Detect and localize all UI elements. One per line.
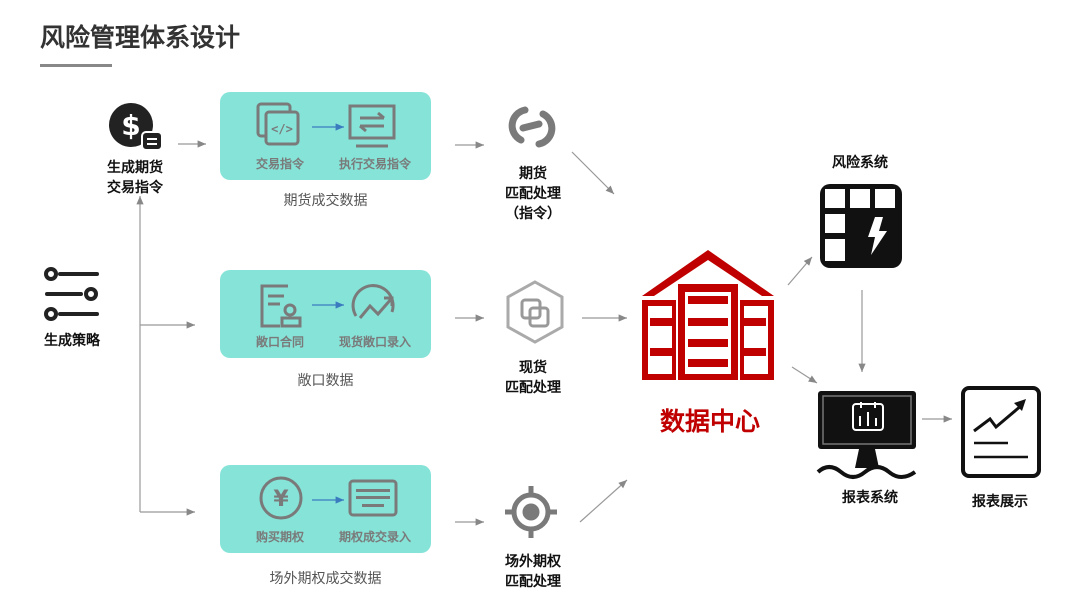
option-trade-entry-label: 期权成交录入 [338, 530, 411, 544]
exposure-group: 敞口合同 现货敞口录入 [220, 270, 431, 358]
spot-exposure-entry-label: 现货敞口录入 [338, 335, 411, 349]
inner-arrow [312, 123, 344, 131]
link-sync-icon [508, 106, 556, 148]
risk-grid-bolt-icon [820, 184, 902, 268]
futures-match-label: 期货 匹配处理 （指令） [505, 166, 561, 222]
yen-coin-icon: ¥ [259, 476, 303, 520]
exposure-caption: 敞口数据 [297, 373, 354, 389]
futures-trade-caption: 期货成交数据 [283, 193, 368, 209]
title-underline [40, 64, 112, 67]
svg-text:¥: ¥ [273, 487, 289, 512]
otc-option-group: ¥ 购买期权 期权成交录入 [220, 465, 431, 553]
inner-arrow [312, 301, 344, 309]
data-center-icon [642, 250, 774, 380]
monitor-report-icon [816, 391, 917, 479]
target-crosshair-icon [505, 486, 557, 538]
keyboard-icon [348, 479, 398, 517]
futures-order-label: 生成期货 交易指令 [107, 160, 163, 196]
buy-option-label: 购买期权 [255, 530, 304, 544]
risk-system-label: 风险系统 [832, 155, 888, 171]
svg-text:$: $ [121, 109, 140, 142]
filter-sliders-icon [44, 267, 99, 321]
report-display-label: 报表展示 [972, 494, 1028, 510]
report-system-label: 报表系统 [842, 490, 898, 506]
hexagon-overlap-icon [506, 280, 564, 344]
svg-text:</>: </> [271, 122, 293, 136]
inner-arrow [312, 496, 344, 504]
contract-stamp-icon [260, 284, 302, 328]
exposure-contract-label: 敞口合同 [255, 335, 304, 349]
chart-gauge-icon [351, 284, 395, 319]
dollar-chat-icon: $ [109, 103, 163, 151]
trend-report-icon [961, 386, 1041, 478]
trade-order-label: 交易指令 [255, 157, 304, 171]
data-center-label: 数据中心 [659, 407, 760, 436]
futures-trade-group: </> 交易指令 执行交易指令 [220, 92, 431, 180]
strategy-label: 生成策略 [44, 333, 100, 349]
otc-option-caption: 场外期权成交数据 [269, 571, 382, 587]
otc-match-label: 场外期权 匹配处理 [505, 554, 561, 590]
execute-order-label: 执行交易指令 [338, 157, 411, 171]
spot-match-label: 现货 匹配处理 [505, 360, 561, 396]
code-window-icon: </> [256, 102, 300, 146]
transfer-monitor-icon [348, 104, 396, 148]
page-title: 风险管理体系设计 [40, 23, 241, 52]
